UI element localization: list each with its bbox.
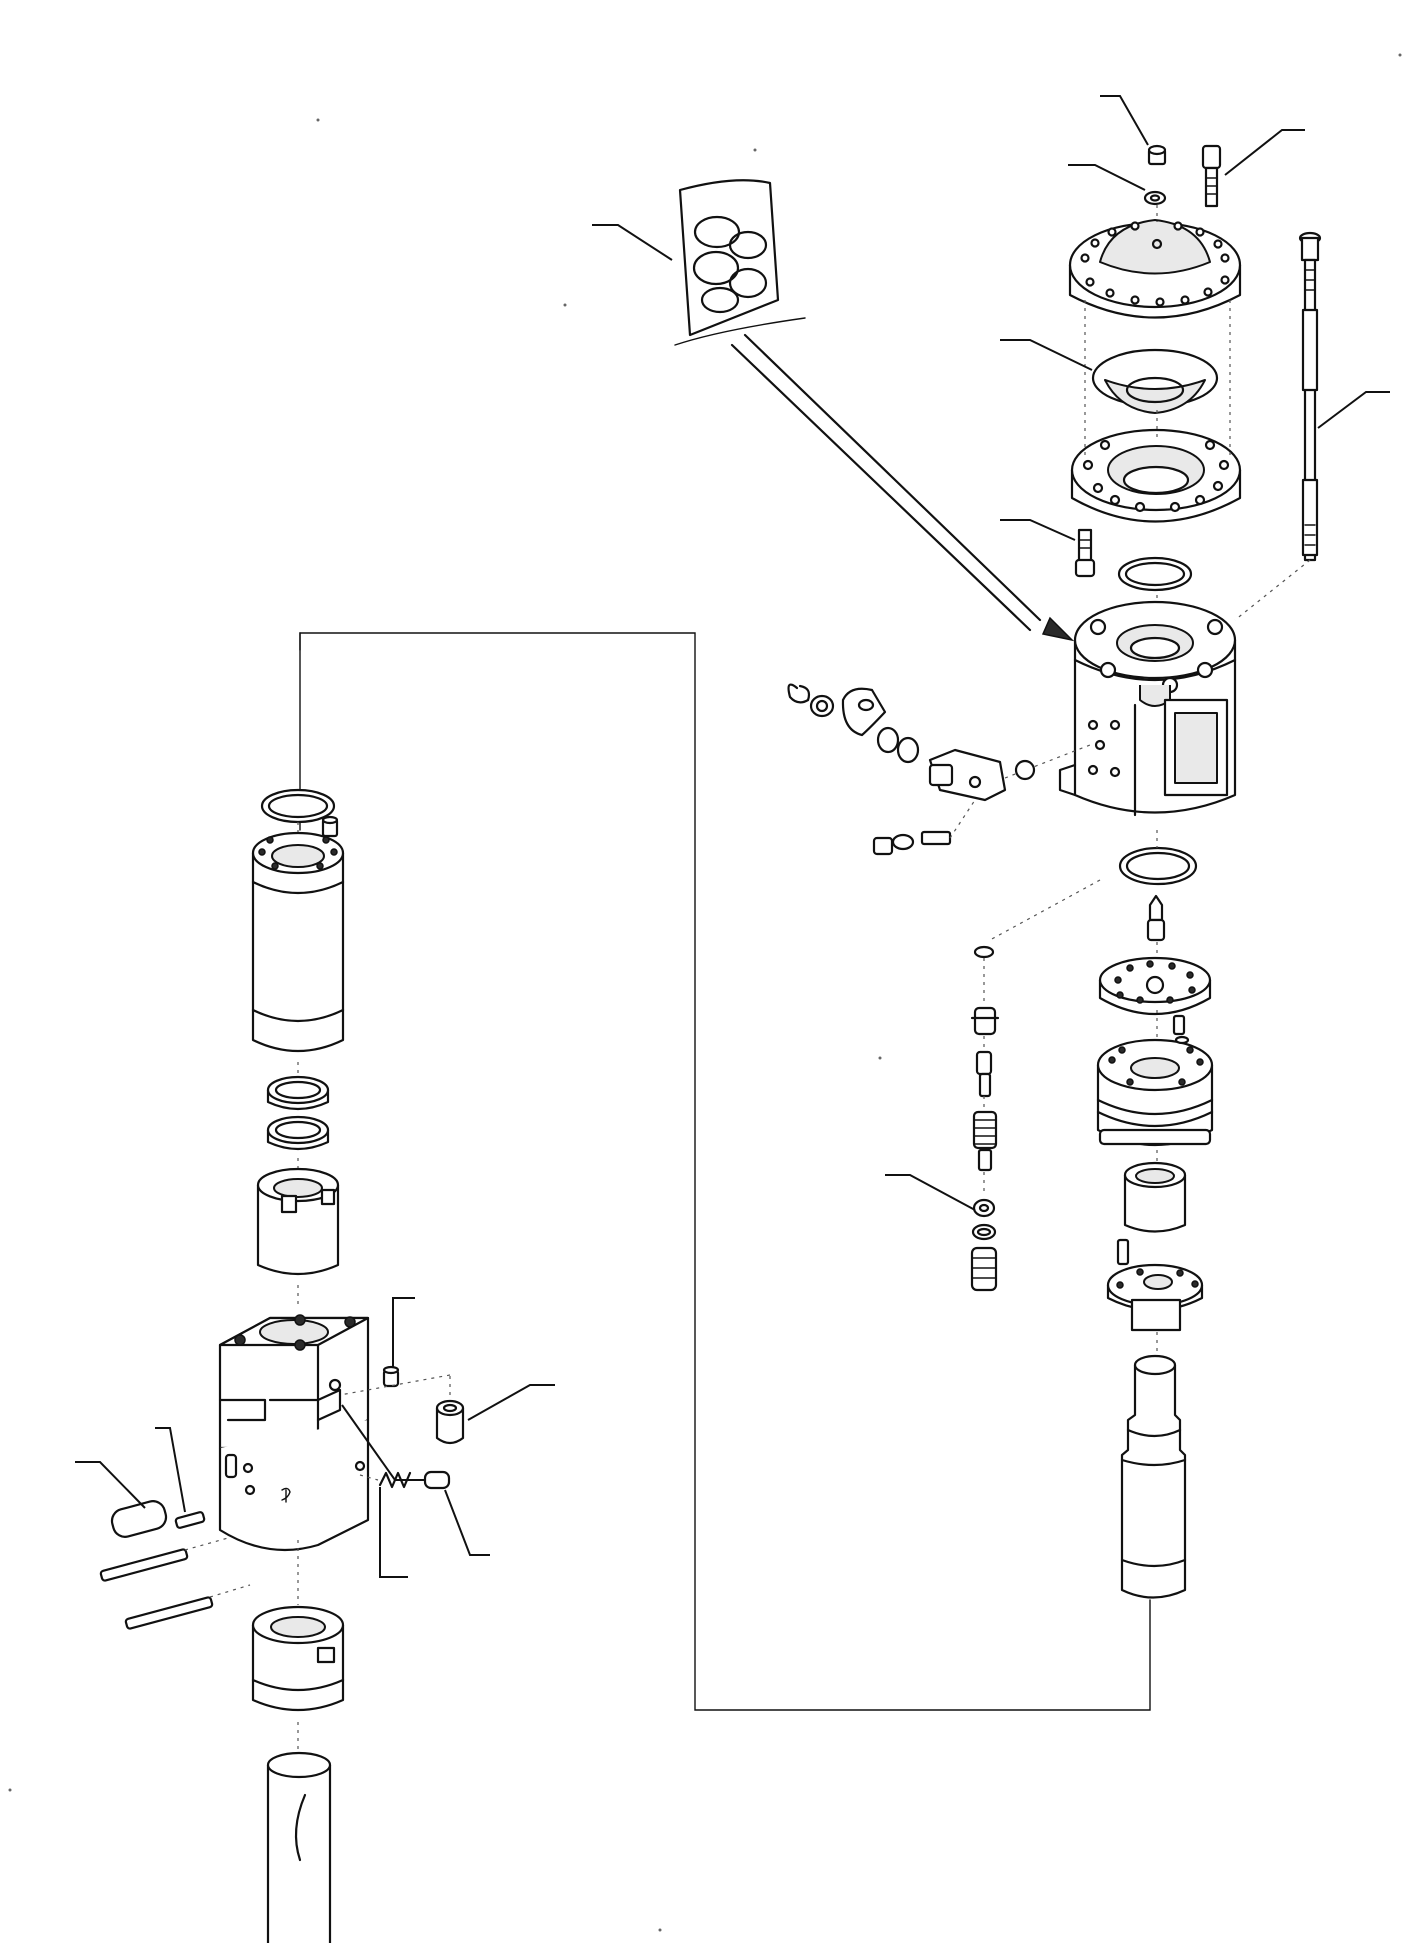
chisel-tool — [266, 1751, 332, 1943]
o-ring-lower — [1118, 846, 1198, 886]
center-check-valve — [1146, 894, 1166, 942]
valve-plate — [1098, 956, 1212, 1016]
lower-bushing — [251, 1605, 345, 1712]
top-washer — [1143, 190, 1167, 206]
dowel-pin — [1116, 1238, 1130, 1266]
print-specks — [8, 53, 1402, 1932]
guide-ring-2 — [266, 1115, 330, 1151]
small-pin-right — [1172, 1014, 1190, 1045]
piston — [1120, 1354, 1187, 1599]
flange-ring — [1070, 428, 1242, 523]
valve-stack — [970, 879, 1101, 1292]
plunger-left — [423, 1470, 451, 1490]
top-cap-screw — [1201, 144, 1222, 208]
small-plug — [321, 815, 339, 838]
main-body-upper — [1058, 600, 1237, 817]
elbow-fitting — [339, 1374, 465, 1445]
front-head — [1106, 1263, 1204, 1332]
rod-pin-1 — [99, 1537, 229, 1582]
cylinder-sleeve — [251, 831, 345, 1053]
tie-rod — [1234, 231, 1322, 621]
inner-bushing — [256, 1167, 340, 1276]
port-fittings — [787, 683, 1091, 856]
o-ring-left — [260, 788, 336, 824]
top-nut — [1147, 144, 1167, 166]
side-plug — [382, 1365, 400, 1388]
top-cover-plate — [1068, 219, 1242, 319]
retaining-pin-large — [110, 1500, 168, 1538]
retaining-pin-short — [174, 1511, 206, 1529]
diaphragm — [1091, 348, 1219, 414]
lower-body-block — [218, 1314, 370, 1552]
guide-ring-1 — [266, 1075, 330, 1111]
rod-pin-2 — [124, 1584, 251, 1630]
side-cap-screw — [1074, 528, 1096, 578]
seal-kit-bag — [674, 179, 1075, 642]
connector-frame — [299, 632, 1151, 1711]
callout-leaders — [75, 95, 1390, 1578]
bushing — [1123, 1161, 1187, 1233]
valve-housing — [1096, 1038, 1214, 1147]
o-ring-upper — [1117, 556, 1193, 592]
